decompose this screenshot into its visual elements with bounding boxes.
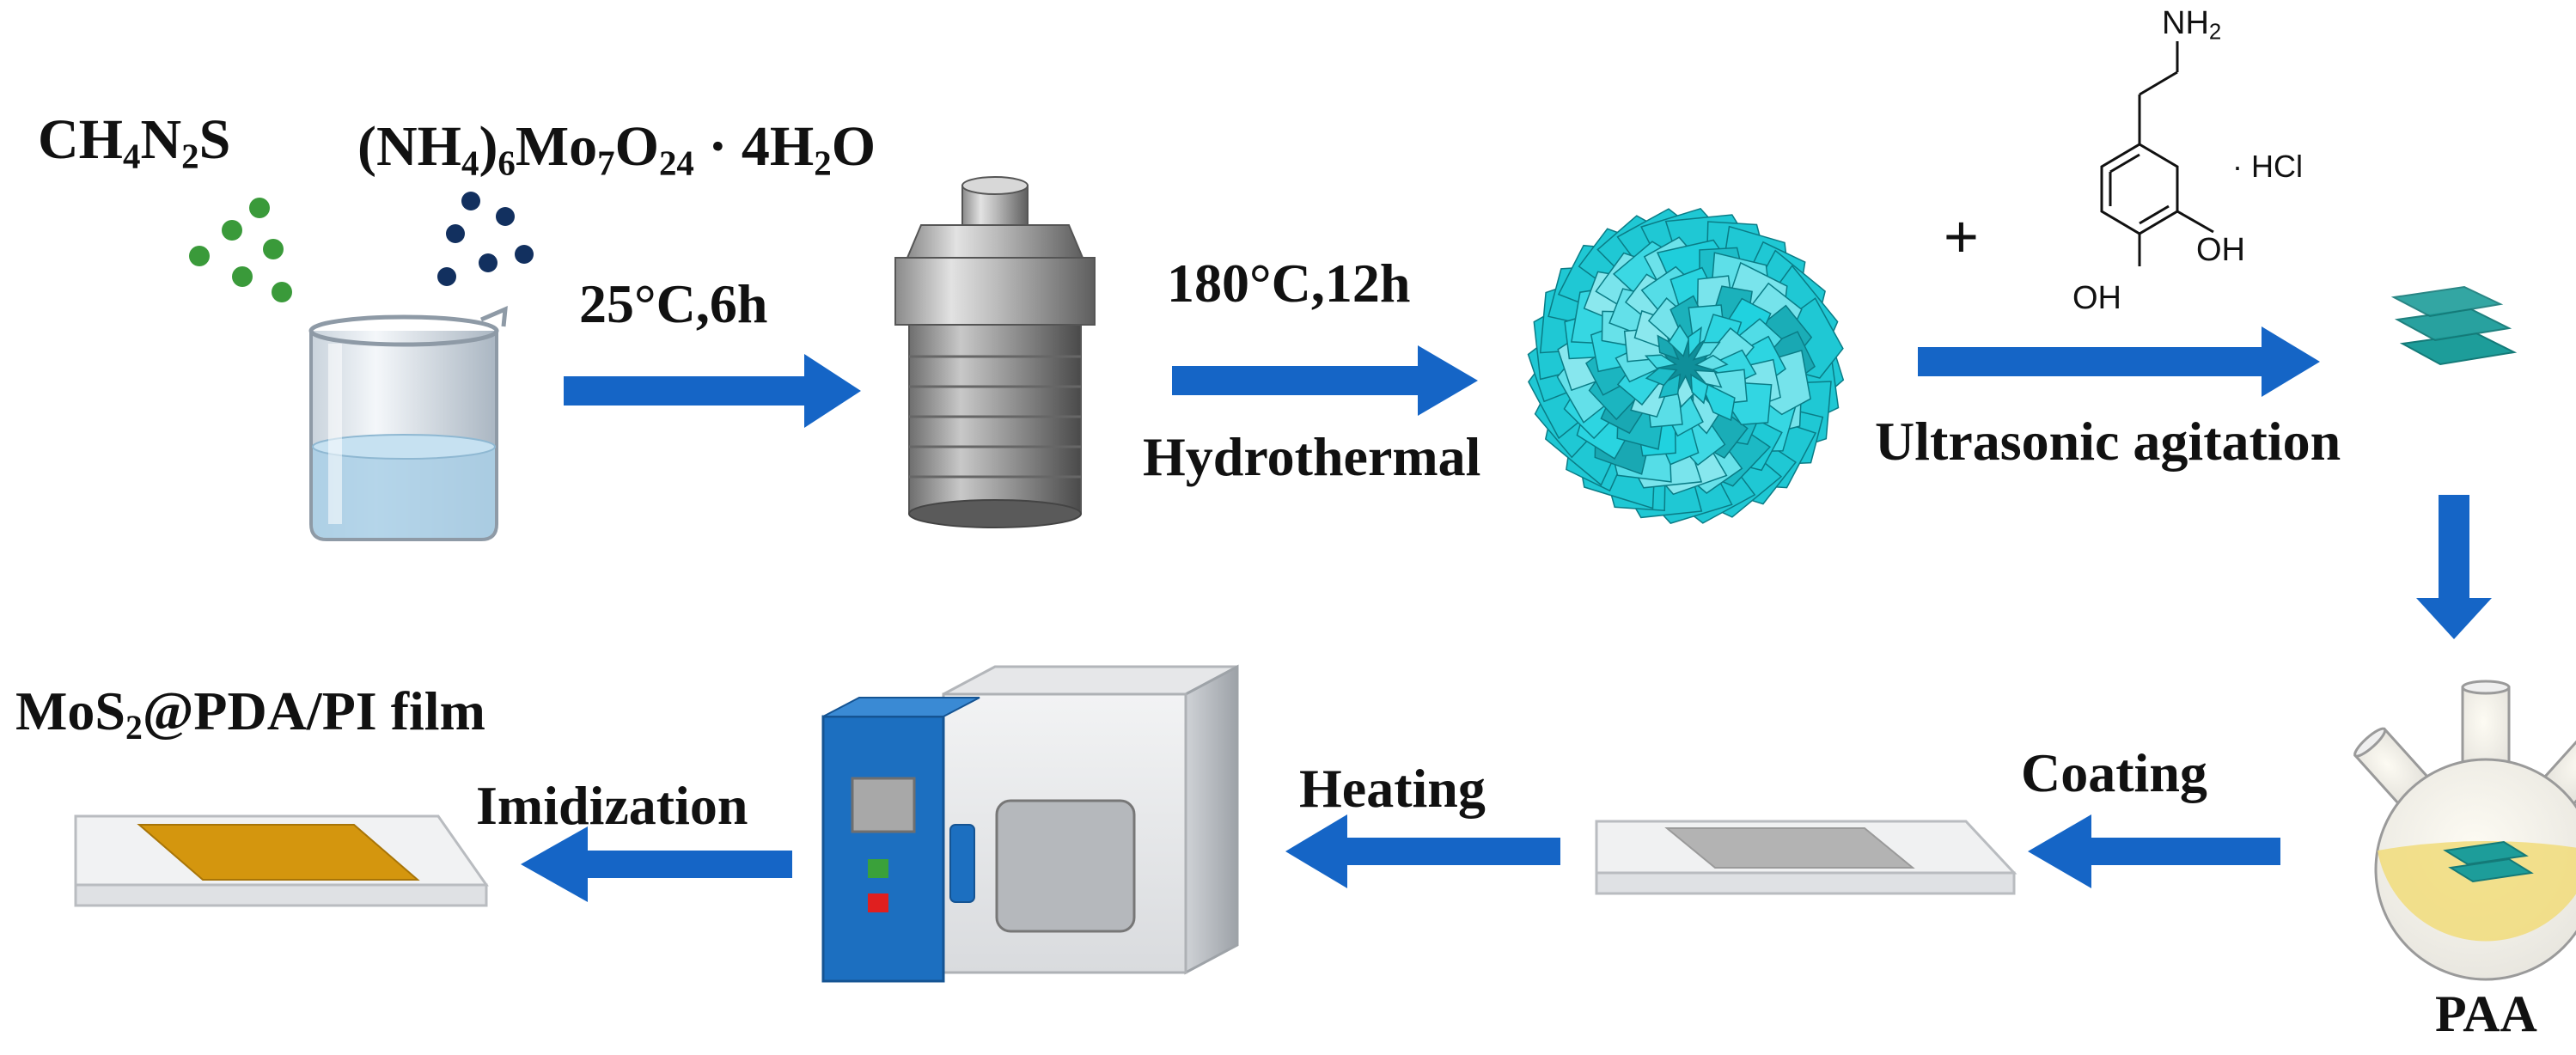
flower-petal	[1690, 373, 1709, 405]
thiourea-formula: CH4N2S	[38, 108, 231, 176]
arrow-sheets-to-flask	[2416, 495, 2492, 639]
arrow-flower-to-sheets	[1918, 326, 2320, 397]
ammonium-molybdate-formula: (NH4)6Mo7O24 · 4H2O	[357, 115, 876, 183]
plus-sign: +	[1944, 203, 1979, 270]
flower-petal	[1676, 375, 1694, 409]
flower-petal	[1694, 369, 1723, 388]
amine-group-label: NH2	[2162, 5, 2222, 45]
mix-condition-label: 25°C,6h	[579, 273, 768, 334]
molybdate-dots-icon	[437, 192, 534, 286]
autoclave-icon	[894, 176, 1096, 528]
product-film-label: MoS2@PDA/PI film	[15, 680, 485, 747]
hydrochloride-label: · HCl	[2232, 149, 2303, 184]
flower-petal	[1658, 373, 1682, 399]
arrow-flask-to-coating	[2028, 814, 2280, 888]
arrow-coating-to-oven	[1285, 814, 1560, 888]
oven-icon	[821, 664, 1239, 983]
flower-petal	[1694, 354, 1729, 371]
flower-petal	[1645, 367, 1678, 387]
thiourea-dots-icon	[189, 198, 292, 302]
mos2-flower-icon	[1527, 207, 1845, 524]
film-plate-icon	[74, 814, 489, 907]
flower-petal	[1644, 354, 1678, 369]
coating-label: Coating	[2021, 742, 2207, 803]
arrow-mix-to-autoclave	[564, 354, 861, 428]
hydrothermal-condition-label: 180°C,12h	[1167, 253, 1411, 314]
ultrasonic-agitation-label: Ultrasonic agitation	[1875, 411, 2341, 472]
arrow-oven-to-film	[521, 826, 792, 902]
flower-petal	[1668, 324, 1690, 357]
dopamine-structure-icon	[2100, 41, 2214, 266]
imidization-label: Imidization	[476, 775, 748, 836]
arrow-autoclave-to-flower	[1172, 345, 1478, 416]
hydroxyl-lower-label: OH	[2072, 280, 2121, 316]
flower-petal	[1657, 334, 1680, 361]
heating-label: Heating	[1299, 758, 1486, 819]
beaker-icon	[308, 306, 508, 541]
paa-label: PAA	[2435, 985, 2537, 1042]
flower-petal	[1699, 379, 1736, 422]
hydroxyl-upper-label: OH	[2196, 232, 2245, 268]
flower-petal	[1692, 341, 1721, 361]
hydrothermal-label: Hydrothermal	[1143, 426, 1481, 487]
nanosheet-icon	[2390, 285, 2518, 366]
coated-glass-plate-icon	[1595, 820, 2017, 895]
three-neck-flask-icon	[2353, 680, 2576, 981]
flower-petal	[1688, 326, 1702, 358]
